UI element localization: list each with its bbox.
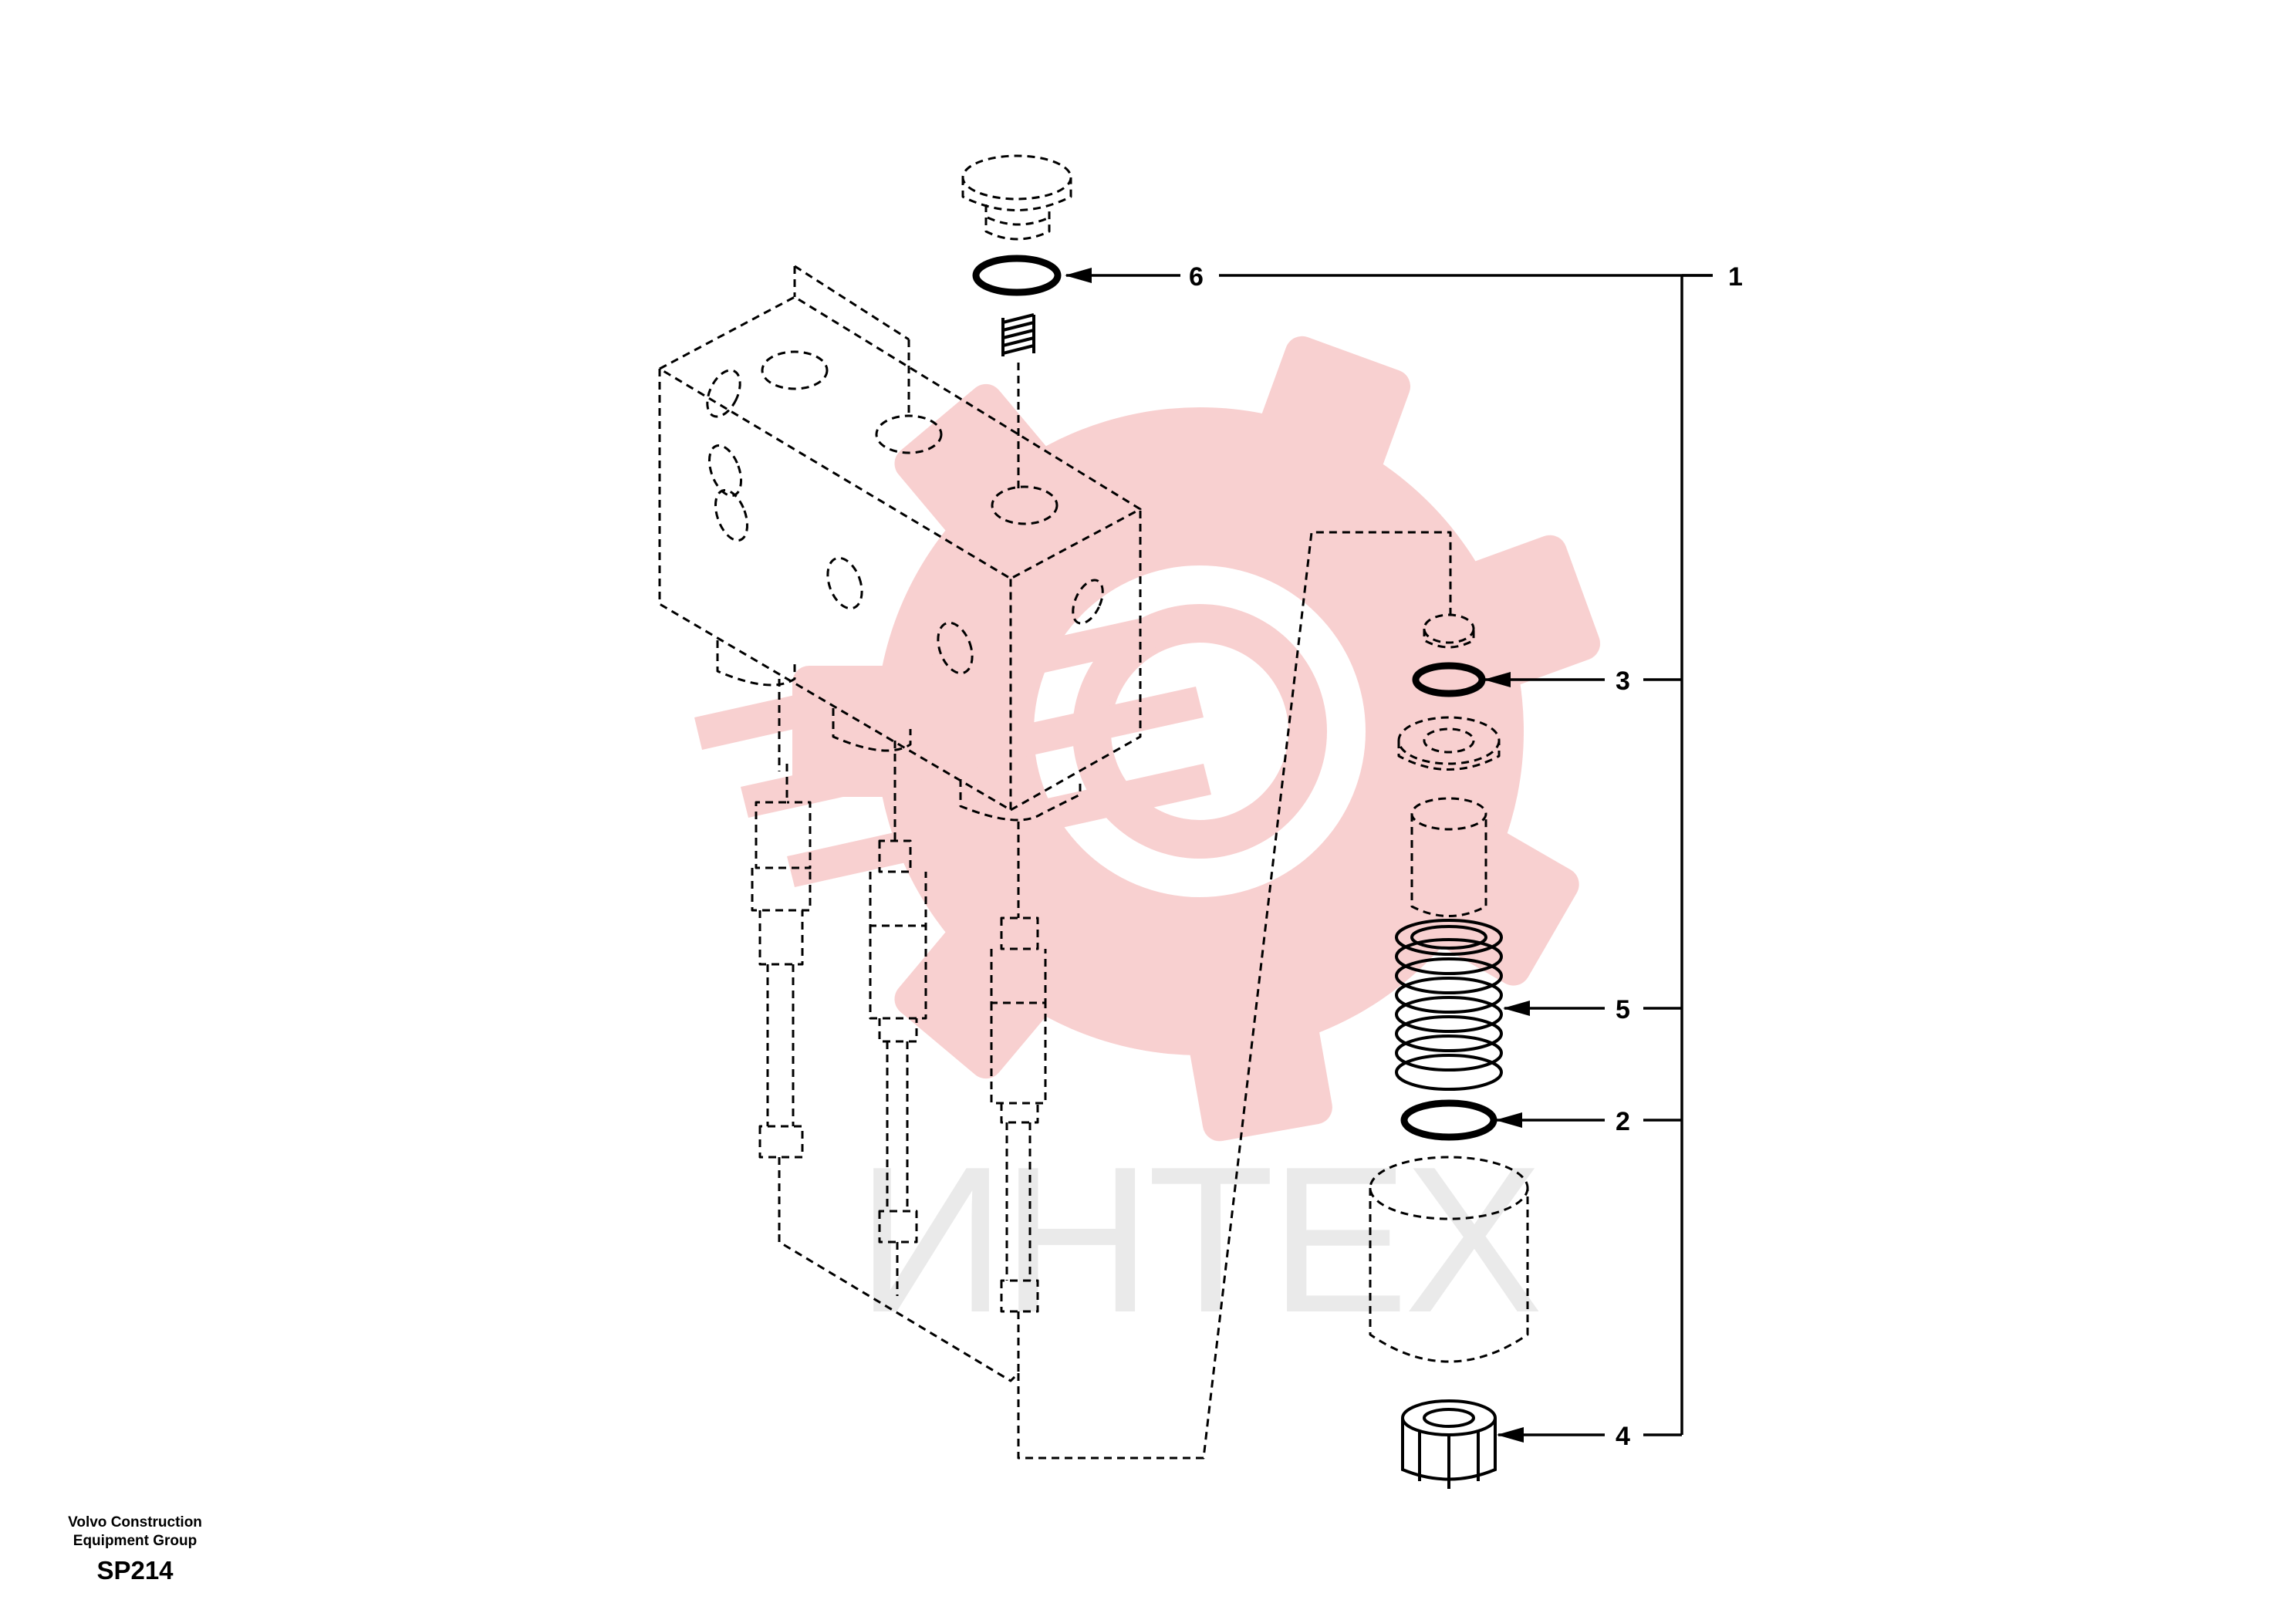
sleeve: [1410, 797, 1487, 917]
spool-middle: [869, 741, 927, 1296]
callout-2: 2: [1616, 1107, 1630, 1136]
assembly-outline: [778, 531, 1452, 1460]
company-name-line1: Volvo Construction: [68, 1514, 202, 1531]
plug-spring: [1001, 313, 1035, 356]
sheet-code: SP214: [96, 1556, 174, 1585]
callout-4: 4: [1616, 1422, 1630, 1451]
spool-right: [990, 822, 1047, 1373]
o-ring-item-3: [1412, 662, 1486, 697]
cylinder-sleeve: [1369, 1156, 1529, 1363]
callout-6: 6: [1189, 262, 1204, 292]
callout-3: 3: [1616, 667, 1630, 696]
spool-left: [751, 679, 812, 1234]
valve-body-block: [658, 265, 1142, 822]
watermark-streaks: [694, 609, 1211, 887]
top-plug: [961, 154, 1072, 241]
seat-top: [1423, 613, 1475, 649]
washer: [1397, 716, 1501, 771]
footer-block: Volvo Construction Equipment Group SP214: [31, 1514, 239, 1588]
watermark-text: ИНТЕХ: [856, 1124, 1541, 1356]
callout-5: 5: [1616, 995, 1630, 1024]
spring-item-5: [1395, 919, 1503, 1091]
company-name-line2: Equipment Group: [73, 1533, 198, 1549]
callout-1: 1: [1728, 262, 1743, 292]
o-ring-item-6: [972, 255, 1062, 296]
nut-item-4: [1401, 1399, 1497, 1489]
leader-lines: [1065, 268, 1713, 1443]
o-ring-item-2: [1400, 1099, 1497, 1141]
watermark-logo: ИНТЕХ: [694, 336, 1601, 1356]
